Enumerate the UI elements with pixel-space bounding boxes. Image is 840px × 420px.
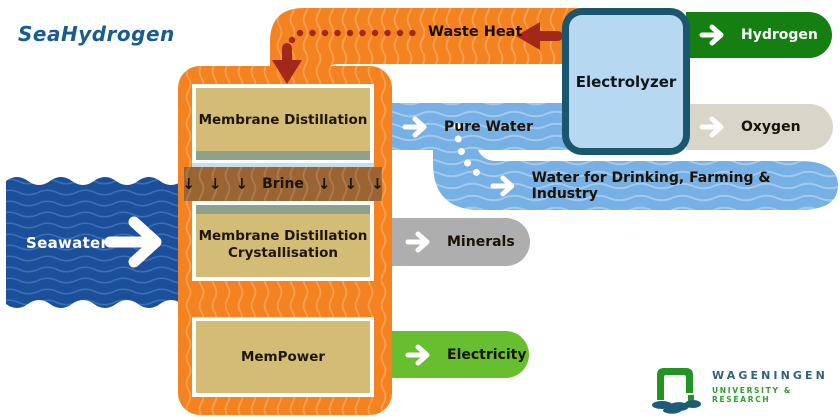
membrane-strip (196, 151, 370, 160)
down-arrow-icon: ↓ (371, 175, 384, 193)
waste-heat-pipe-shape (270, 8, 590, 92)
right-arrow-icon (402, 116, 427, 137)
electricity-label: Electricity (447, 346, 527, 363)
mdc-label-line1: Membrane Distillation (198, 228, 368, 244)
mempower-label: MemPower (240, 348, 326, 365)
down-arrow-icon: ↓ (182, 175, 195, 193)
waste-heat-label: Waste Heat (428, 24, 523, 40)
water-drinking-band: Water for Drinking, Farming & Industry (433, 161, 838, 210)
right-arrow-icon (490, 175, 515, 196)
mempower-box: MemPower (192, 317, 374, 397)
wageningen-logo-icon (652, 368, 701, 414)
seawater-label: Seawater (26, 234, 109, 252)
brand-logo: SeaHydrogen (18, 22, 175, 46)
right-arrow-icon (699, 116, 724, 138)
brine-band: ↓ ↓ ↓ Brine ↓ ↓ ↓ (182, 167, 384, 201)
mdc-label-line2: Crystallisation (228, 245, 338, 261)
right-arrow-icon (405, 344, 430, 365)
right-arrow-icon (699, 24, 724, 46)
water-branch-band-shape (433, 150, 838, 210)
wageningen-subtitle: UNIVERSITY & RESEARCH (712, 386, 793, 404)
electrolyzer-box: Electrolyzer (562, 8, 690, 155)
minerals-band: Minerals (392, 218, 530, 266)
waste-heat-down-arrowhead-icon (272, 60, 302, 84)
minerals-label: Minerals (447, 234, 515, 250)
down-arrow-icon: ↓ (344, 175, 358, 193)
water-drinking-label: Water for Drinking, Farming & Industry (531, 169, 771, 202)
electrolyzer-label: Electrolyzer (575, 72, 677, 91)
down-arrow-icon: ↓ (235, 175, 249, 193)
oxygen-band: Oxygen (686, 104, 833, 150)
hydrogen-band: Hydrogen (686, 12, 832, 58)
down-arrow-icon: ↓ (317, 175, 331, 193)
oxygen-label: Oxygen (741, 119, 801, 135)
wageningen-name: WAGENINGEN (712, 369, 828, 382)
seawater-arrow-icon (104, 216, 162, 268)
membrane-distillation-crystallisation-box: Membrane Distillation Crystallisation (192, 201, 374, 281)
pure-water-band: Pure Water (392, 103, 572, 150)
membrane-strip (196, 205, 370, 214)
brine-band-shape (184, 167, 382, 201)
down-arrow-icon: ↓ (208, 175, 222, 193)
electricity-band: Electricity (392, 331, 529, 378)
membrane-distillation-box: Membrane Distillation (192, 84, 374, 164)
hydrogen-label: Hydrogen (741, 27, 818, 43)
brine-label: Brine (262, 176, 304, 192)
condensate-line (192, 163, 374, 167)
membrane-distillation-label: Membrane Distillation (198, 111, 368, 128)
right-arrow-icon (405, 231, 430, 253)
pure-water-label: Pure Water (444, 118, 533, 135)
waste-heat-left-arrowhead-icon (516, 22, 540, 50)
